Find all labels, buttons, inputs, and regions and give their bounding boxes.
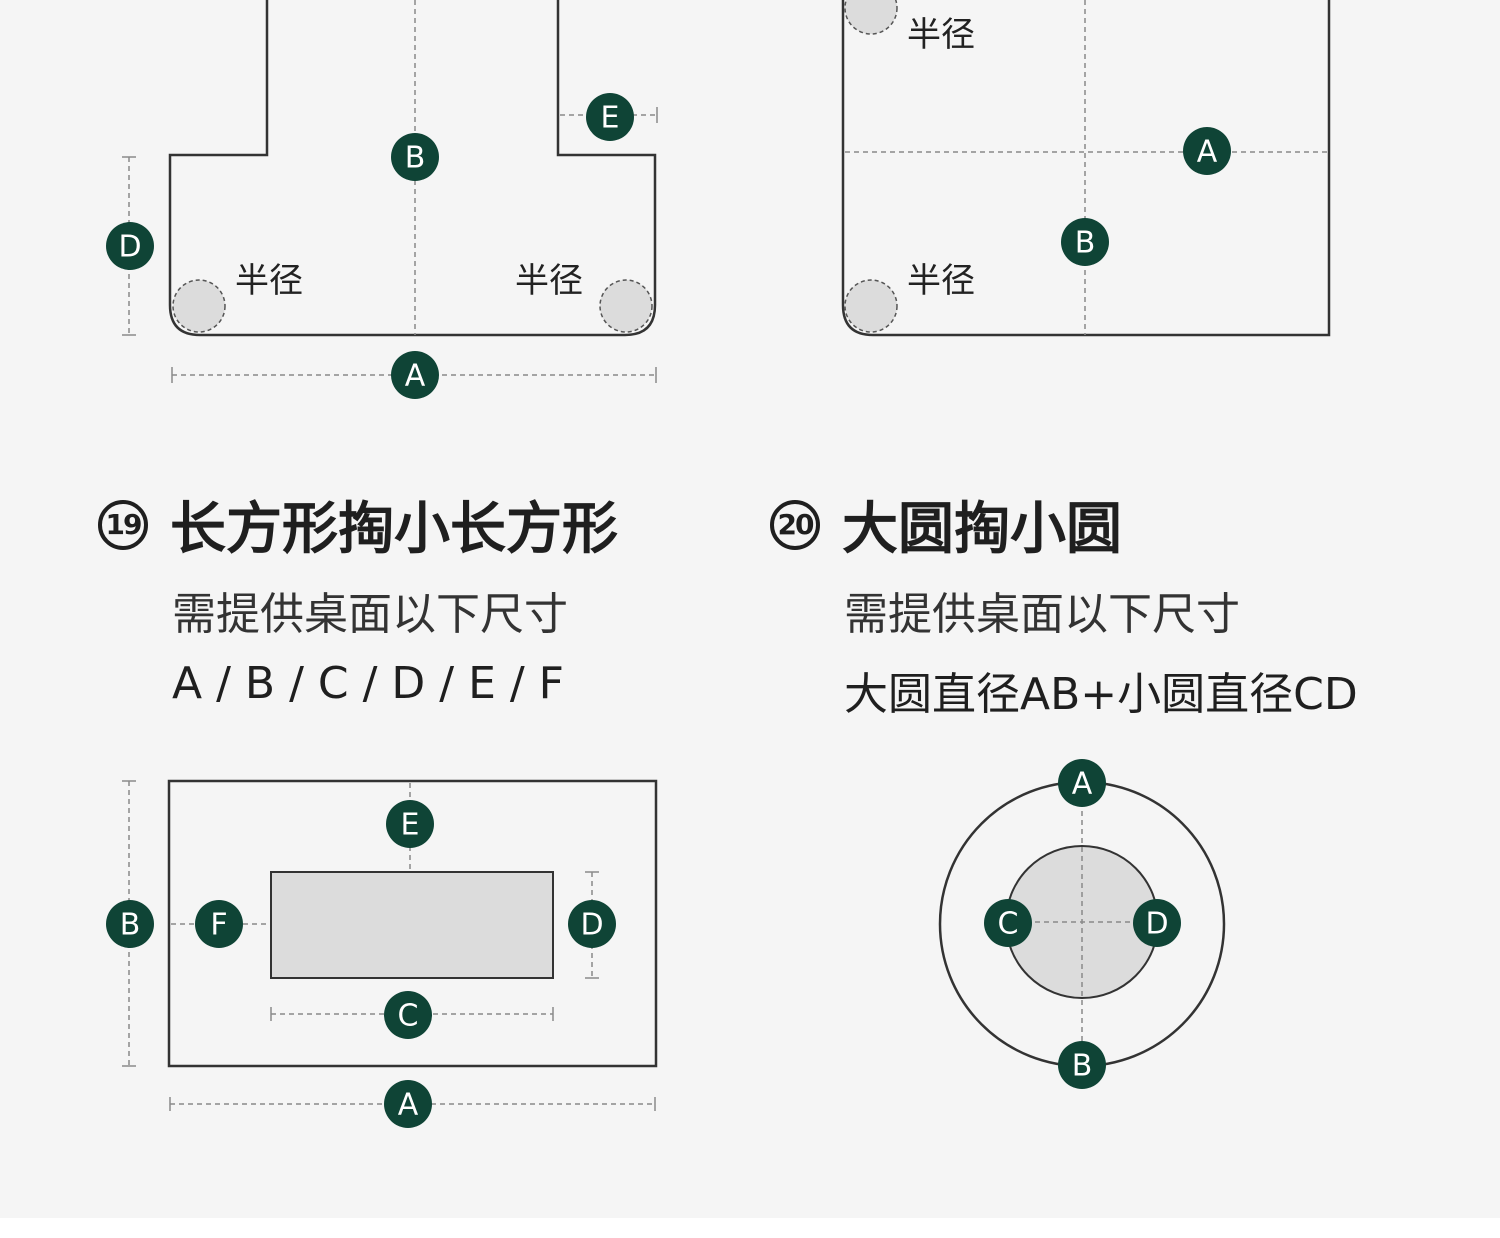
rounded-rect-diagram: 半径 半径 A B — [841, 0, 1331, 337]
badge-letter: C — [398, 999, 419, 1034]
rect-cutout-diagram: A B C D E F — [106, 779, 658, 1128]
corner-radius-top — [844, 0, 898, 35]
badge-b: B — [1058, 1041, 1106, 1089]
badge-letter: A — [405, 359, 426, 394]
badge-letter: D — [118, 230, 141, 265]
circle-cutout-diagram: A B C D — [938, 759, 1226, 1089]
badge-letter: D — [1145, 907, 1168, 942]
corner-radius-left — [172, 279, 226, 333]
corner-radius-right — [599, 279, 653, 333]
badge-c: C — [384, 991, 432, 1039]
inner-rectangle-cutout — [270, 871, 554, 979]
badge-a: A — [1058, 759, 1106, 807]
section-19-title: 19 长方形掏小长方形 — [98, 484, 618, 565]
badge-d: D — [1133, 899, 1181, 947]
badge-b: B — [391, 133, 439, 181]
section-number-badge: 19 — [98, 499, 148, 550]
section-title-text: 大圆掏小圆 — [842, 497, 1122, 562]
section-20-dimensions: 大圆直径AB+小圆直径CD — [844, 669, 1358, 720]
badge-letter: B — [120, 908, 141, 943]
radius-label: 半径 — [907, 15, 975, 55]
badge-a: A — [391, 351, 439, 399]
badge-letter: B — [405, 141, 426, 176]
badge-f: F — [195, 900, 243, 948]
badge-b: B — [1061, 218, 1109, 266]
badge-e: E — [386, 800, 434, 848]
badge-letter: E — [601, 101, 620, 136]
section-20-title: 20 大圆掏小圆 — [770, 484, 1122, 565]
badge-letter: A — [398, 1088, 419, 1123]
badge-letter: E — [401, 808, 420, 843]
section-title-text: 长方形掏小长方形 — [170, 497, 618, 562]
radius-label: 半径 — [515, 261, 583, 301]
section-19-subtitle: 需提供桌面以下尺寸 — [172, 589, 568, 640]
badge-a: A — [1183, 127, 1231, 175]
badge-e: E — [586, 93, 634, 141]
badge-a: A — [384, 1080, 432, 1128]
badge-letter: F — [210, 908, 227, 943]
badge-b: B — [106, 900, 154, 948]
badge-letter: A — [1072, 767, 1093, 802]
section-19-dimensions: A / B / C / D / E / F — [172, 658, 564, 709]
badge-letter: A — [1197, 135, 1218, 170]
badge-letter: C — [998, 907, 1019, 942]
t-shape-diagram: 半径 半径 A B D E — [106, 0, 658, 399]
radius-label: 半径 — [235, 261, 303, 301]
badge-c: C — [984, 899, 1032, 947]
corner-radius-bottom — [844, 279, 898, 333]
rounded-rect-outline — [841, 0, 1331, 337]
badge-letter: D — [580, 908, 603, 943]
badge-d: D — [106, 222, 154, 270]
badge-letter: B — [1072, 1049, 1093, 1084]
radius-label: 半径 — [907, 261, 975, 301]
badge-letter: B — [1075, 226, 1096, 261]
badge-d: D — [568, 900, 616, 948]
section-number-badge: 20 — [770, 499, 820, 550]
section-20-subtitle: 需提供桌面以下尺寸 — [844, 589, 1240, 640]
